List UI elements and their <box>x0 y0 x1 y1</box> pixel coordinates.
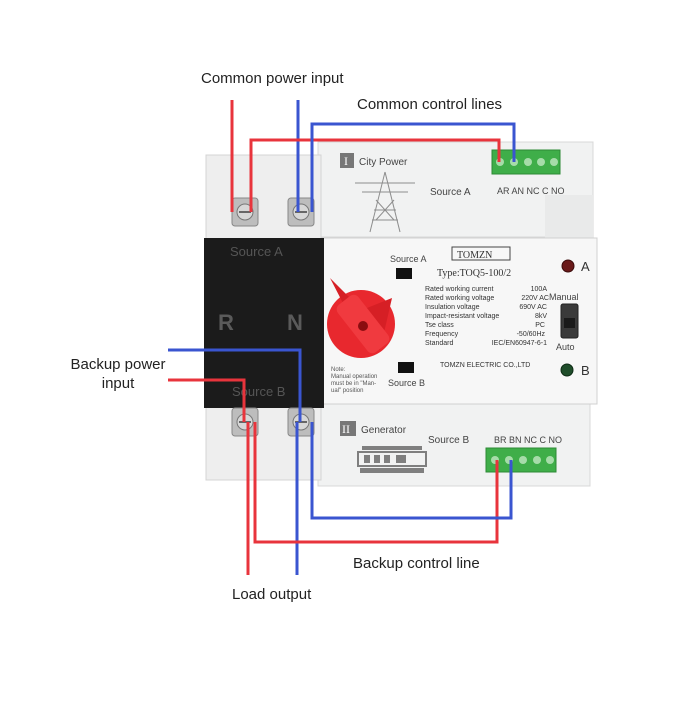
spec-label-2: Insulation voltage <box>425 304 480 311</box>
spec-value-1: 220V AC <box>521 295 549 302</box>
type-label: Type:TOQ5-100/2 <box>437 268 511 279</box>
spec-label-5: Frequency <box>425 331 459 338</box>
source-a-window <box>396 268 412 279</box>
top-module-roman-box <box>340 153 354 168</box>
common-control-lines <box>249 122 516 212</box>
auto-label: Auto <box>556 342 575 352</box>
callout-load-output: Load output <box>232 586 312 603</box>
block-source-b-label: Source B <box>232 384 285 399</box>
indicator-b-label: B <box>581 363 590 378</box>
block-r-label: R <box>218 310 234 335</box>
top-module-source: Source A <box>430 187 471 198</box>
switch-source-a-label: Source A <box>390 254 427 264</box>
source-b-indicator-light <box>560 363 574 377</box>
bottom-module-roman: II <box>342 422 350 436</box>
note-line-4: ual" position <box>331 388 363 394</box>
note-line-2: Manual operation <box>331 374 377 380</box>
backup-control-lines <box>253 422 513 544</box>
transfer-handle[interactable] <box>327 278 395 358</box>
top-module-title: City Power <box>359 157 408 168</box>
callout-backup-power-input: Backup power input <box>58 355 178 393</box>
bottom-module-roman-box <box>340 421 356 436</box>
note-line-1: Note: <box>331 367 346 373</box>
load-output-wires <box>246 422 299 575</box>
switch-source-b-label: Source B <box>388 378 425 388</box>
backup-power-input-wires <box>168 348 302 422</box>
source-a-indicator-light <box>561 259 575 273</box>
top-terminal-labels: AR AN NC C NO <box>497 186 565 196</box>
top-control-terminal-block <box>491 149 561 175</box>
manual-note: Note: Manual operation must be in "Man- … <box>331 367 377 394</box>
callout-common-control-lines: Common control lines <box>357 96 503 113</box>
source-b-window <box>398 362 414 373</box>
block-n-label: N <box>287 310 303 335</box>
manual-auto-switch-knob <box>564 318 575 328</box>
block-source-a-label: Source A <box>230 244 283 259</box>
spec-label-3: Impact-resistant voltage <box>425 313 499 320</box>
top-module-right-step <box>545 195 593 240</box>
spec-value-4: PC <box>535 322 545 329</box>
spec-label-0: Rated working current <box>425 286 494 293</box>
spec-value-6: IEC/EN60947-6-1 <box>492 340 547 347</box>
power-pylon-icon <box>355 171 415 233</box>
generator-icon <box>357 446 427 473</box>
specs-table: Rated working current 100A Rated working… <box>425 286 549 347</box>
spec-label-6: Standard <box>425 340 454 347</box>
callout-backup-power-line-1: Backup power <box>70 356 166 373</box>
bottom-module-source: Source B <box>428 435 469 446</box>
spec-label-4: Tse class <box>425 322 454 329</box>
brand-logo: TOMZN <box>457 250 492 261</box>
callout-common-power-input: Common power input <box>201 70 344 87</box>
spec-label-1: Rated working voltage <box>425 295 494 302</box>
top-module-roman: I <box>344 154 348 168</box>
bottom-module-title: Generator <box>361 425 407 436</box>
manufacturer-label: TOMZN ELECTRIC CO.,LTD <box>440 362 530 369</box>
brand-box <box>451 246 511 261</box>
callout-backup-control-line: Backup control line <box>353 555 480 572</box>
indicator-a-label: A <box>581 259 590 274</box>
callout-backup-power-line-2: input <box>101 375 135 392</box>
spec-value-0: 100A <box>531 286 548 293</box>
spec-value-5: -50/60Hz <box>517 331 546 338</box>
bottom-terminal-labels: BR BN NC C NO <box>494 435 562 445</box>
note-line-3: must be in "Man- <box>331 381 376 387</box>
common-power-input-wires <box>230 100 300 212</box>
spec-value-2: 690V AC <box>519 304 547 311</box>
manual-label: Manual <box>549 292 579 302</box>
spec-value-3: 8kV <box>535 313 547 320</box>
